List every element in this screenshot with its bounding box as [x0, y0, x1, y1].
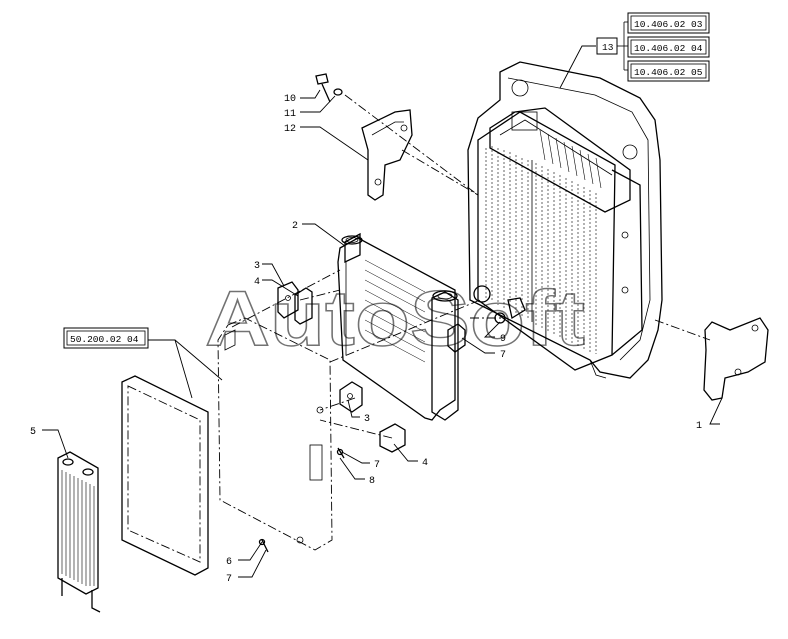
callout-7-middle: 7: [374, 460, 380, 471]
svg-text:50.200.02 04: 50.200.02 04: [70, 334, 139, 345]
callout-4-lower: 4: [422, 458, 428, 469]
svg-text:10.406.02 05: 10.406.02 05: [634, 67, 703, 78]
mounting-frame: [217, 317, 333, 551]
callout-3-upper: 3: [254, 261, 260, 272]
bracket-12: [361, 109, 413, 201]
reference-box-10-406-02-04[interactable]: 10.406.02 04: [627, 36, 710, 58]
callout-1: 1: [696, 421, 702, 432]
bracket-4-upper: [294, 287, 313, 325]
leader-lines: [42, 45, 723, 578]
watermark-text: AutoSoft: [205, 274, 585, 362]
condenser-panel: [121, 375, 209, 576]
washer-11: [333, 88, 343, 96]
svg-text:10.406.02 04: 10.406.02 04: [634, 43, 703, 54]
svg-text:13: 13: [602, 42, 614, 53]
bracket-1: [703, 317, 769, 401]
bolt-6: [258, 538, 269, 553]
callout-5: 5: [30, 427, 36, 438]
radiator-core-fins: [485, 146, 597, 354]
callout-7-bottom: 7: [226, 574, 232, 585]
bracket-3-upper: [277, 281, 299, 319]
callout-3-lower: 3: [364, 414, 370, 425]
assembly-guide-lines: [231, 94, 711, 439]
reference-box-10-406-02-05[interactable]: 10.406.02 05: [627, 60, 710, 82]
callout-6: 6: [226, 557, 232, 568]
reference-box-50-200-02-04[interactable]: 50.200.02 04: [63, 327, 149, 349]
callout-11: 11: [284, 109, 296, 120]
callout-4-upper: 4: [254, 277, 260, 288]
bracket-4-lower: [379, 423, 406, 453]
oil-cooler-5: [57, 451, 101, 613]
charge-air-cooler-2: [337, 232, 459, 421]
radiator-assembly: [467, 61, 663, 379]
reference-box-13: 13: [596, 21, 628, 71]
callout-9: 9: [500, 334, 506, 345]
callout-8: 8: [369, 476, 375, 487]
bolt-10: [315, 73, 331, 103]
callout-labels: 10 11 12 2 3 4 3 4 7 8 9 7 1 5 6 7: [30, 94, 702, 585]
callout-12: 12: [284, 124, 296, 135]
bracket-7-right: [447, 323, 466, 353]
callout-2: 2: [292, 221, 298, 232]
callout-7-right: 7: [500, 350, 506, 361]
reference-box-10-406-02-03[interactable]: 10.406.02 03: [627, 12, 710, 34]
callout-10: 10: [284, 94, 296, 105]
svg-text:10.406.02 03: 10.406.02 03: [634, 19, 703, 30]
bracket-3-lower: [339, 381, 363, 413]
